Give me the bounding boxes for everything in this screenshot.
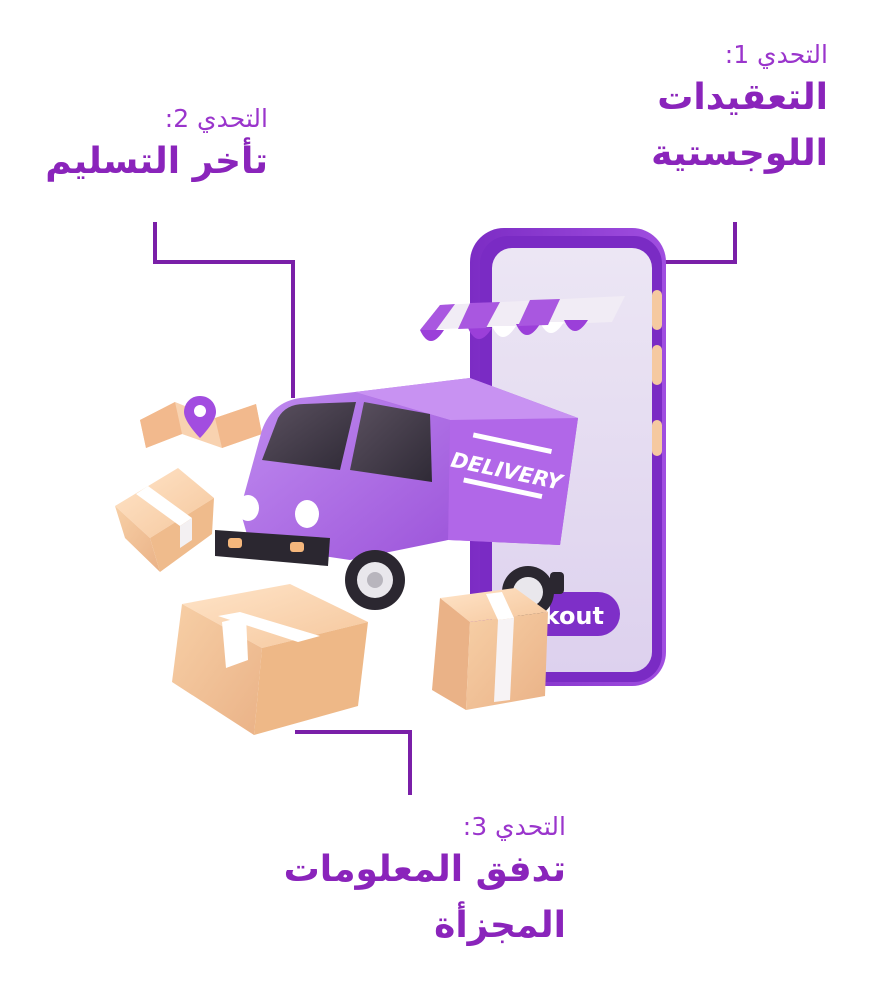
challenge-2-title-line1: تأخر التسليم [45,141,268,182]
challenge-3-title-line1: تدفق المعلومات [283,849,566,890]
phone-button-text: kout [544,602,604,630]
challenge-3-title-line2: المجزأة [434,904,566,946]
challenge-2-label: التحدي 2: [164,104,268,133]
challenge-3: التحدي 3: تدفق المعلومات المجزأة [186,812,566,954]
challenge-1-label: التحدي 1: [724,40,828,69]
awning [420,296,625,341]
connector-3 [295,730,412,795]
challenge-3-label: التحدي 3: [462,812,566,841]
package-box-right [432,588,548,710]
connector-1 [660,222,737,264]
connector-2 [153,222,295,398]
package-box-large [172,584,368,735]
challenge-1-title-line2: اللوجستية [651,132,828,174]
map-pin-icon [140,396,262,448]
delivery-truck: DELIVERY [215,378,578,618]
challenge-2: التحدي 2: تأخر التسليم [0,104,268,190]
connector-lines [153,222,737,795]
challenge-1: التحدي 1: التعقيدات اللوجستية [498,40,828,182]
challenge-1-title-line1: التعقيدات [657,77,828,118]
package-box-small [115,468,214,572]
